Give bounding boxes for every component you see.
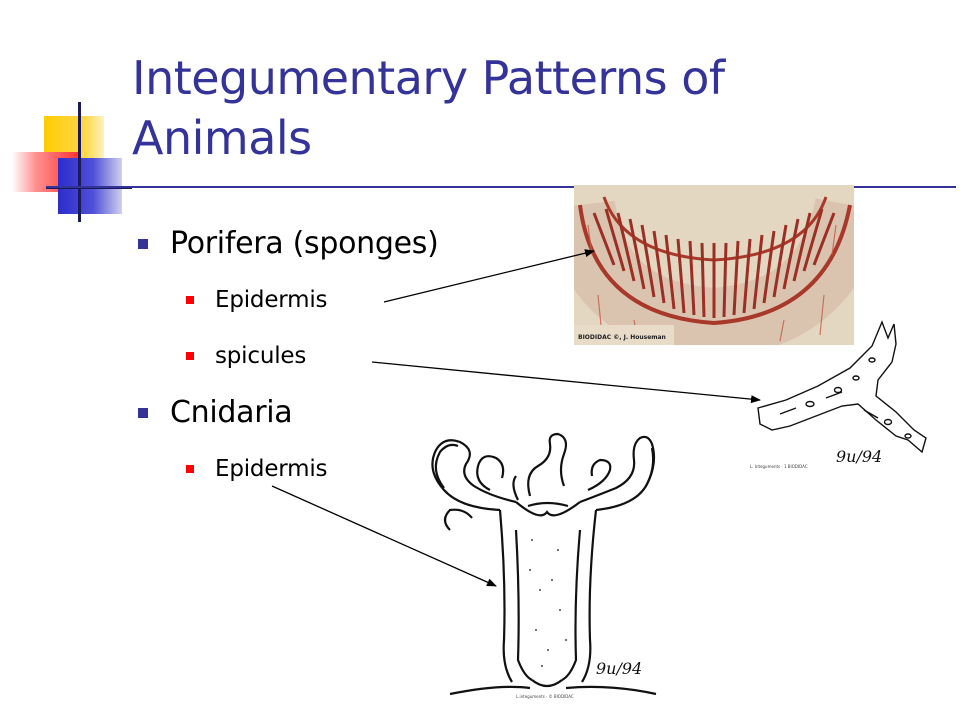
bullet-marker — [186, 352, 194, 360]
arrow-to-hydra — [271, 485, 497, 587]
micrograph-caption: BIODIDAC ©, J. Houseman — [578, 334, 666, 341]
spicule-caption: L. Integuments · 1 BIODIDAC — [750, 464, 808, 469]
bullet-text: spicules — [215, 343, 307, 369]
stained-canals — [574, 196, 854, 345]
hydra-signature: 9u/94 — [596, 659, 642, 678]
bullet-marker — [186, 296, 194, 304]
bullet-text: Epidermis — [215, 287, 328, 313]
sponge-micrograph-image: BIODIDAC ©, J. Houseman — [574, 185, 854, 345]
bullet-text: Porifera (sponges) — [170, 226, 439, 261]
arrow-to-spicule — [371, 361, 761, 404]
bullet-epidermis-cnidaria: Epidermis — [186, 456, 328, 482]
spicule-signature: 9u/94 — [836, 447, 882, 466]
bullet-cnidaria: Cnidaria — [138, 395, 293, 430]
spicule-outline — [757, 320, 927, 454]
bullet-marker — [138, 407, 148, 418]
bullet-marker — [138, 238, 148, 249]
slide-title: Integumentary Patterns of Animals — [132, 51, 725, 165]
bullet-spicules: spicules — [186, 343, 306, 369]
title-underline — [46, 186, 956, 188]
hydra-outline — [431, 432, 657, 696]
deco-vertical-line — [78, 102, 81, 222]
hydra-stipple — [529, 539, 567, 667]
hydra-drawing-image: 9u/94 L.integuments · © BIODIDAC — [431, 432, 657, 699]
bullet-epidermis-porifera: Epidermis — [186, 287, 328, 313]
bullet-text: Cnidaria — [170, 395, 293, 430]
bullet-marker — [186, 465, 194, 473]
hydra-caption: L.integuments · © BIODIDAC — [516, 694, 574, 699]
bullet-porifera: Porifera (sponges) — [138, 226, 439, 261]
spicule-drawing-image: 9u/94 L. Integuments · 1 BIODIDAC — [750, 320, 927, 469]
bullet-text: Epidermis — [215, 456, 328, 482]
arrow-to-micrograph — [383, 249, 595, 303]
